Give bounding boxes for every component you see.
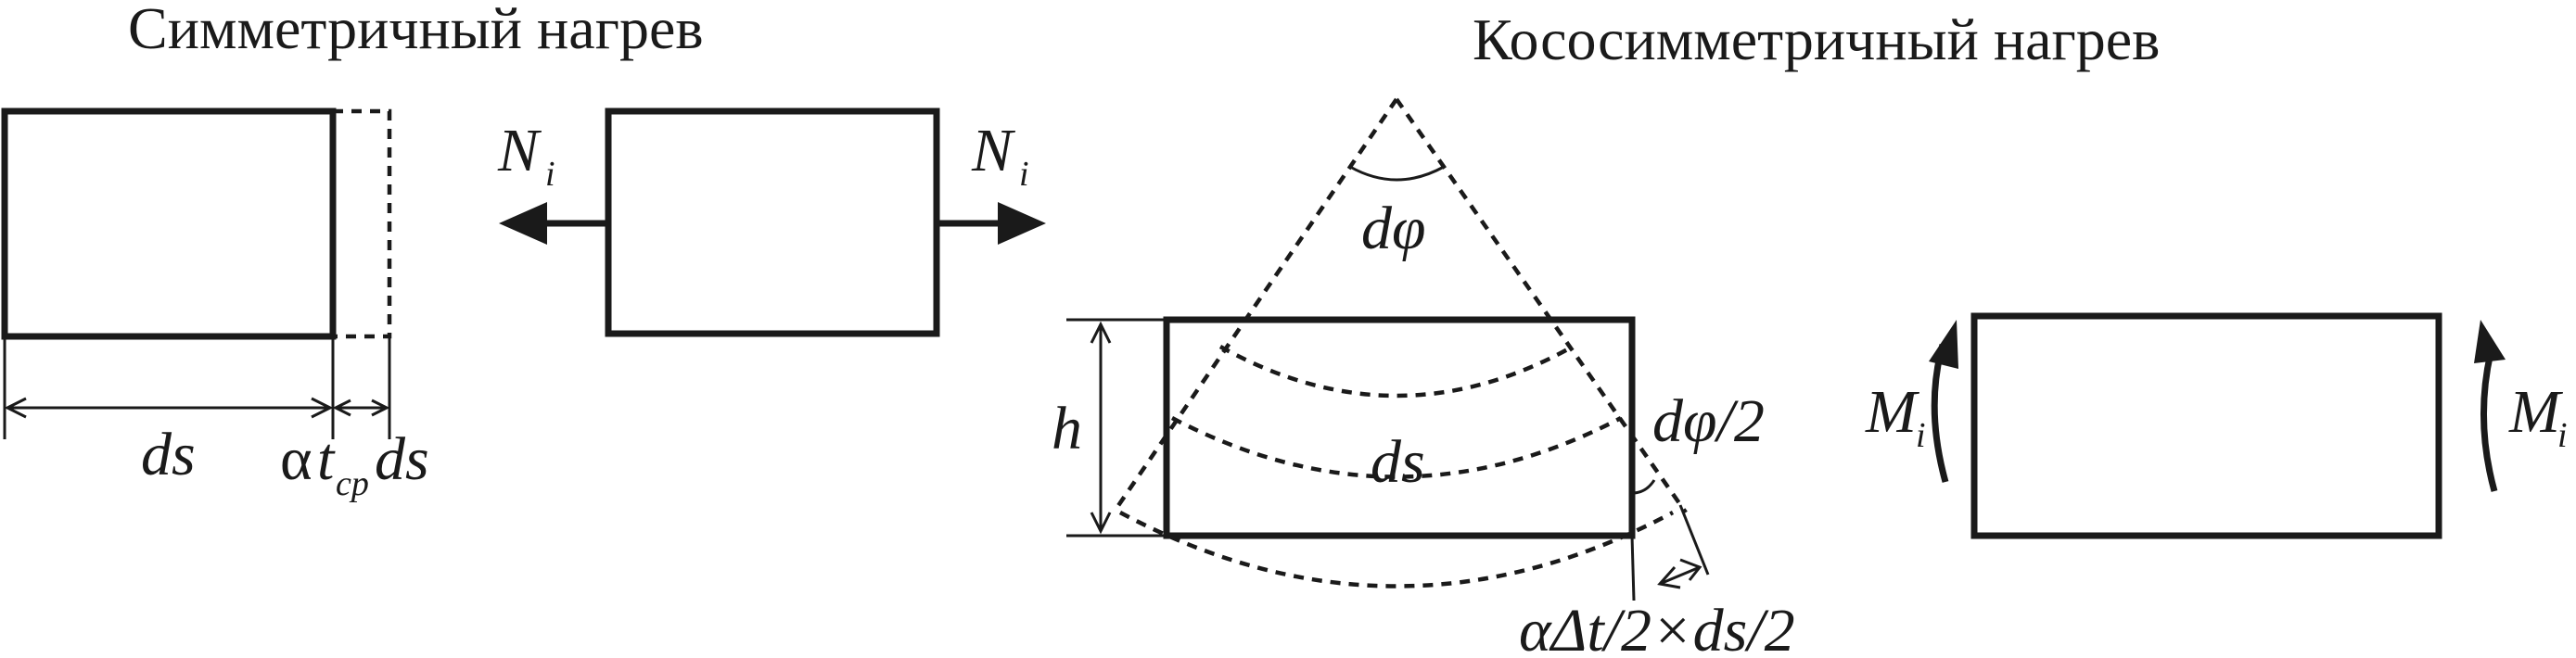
arc-bottom bbox=[1118, 511, 1675, 588]
moment-element-rectangle bbox=[1970, 312, 2442, 539]
skew-symmetric-element: dφ dφ/2 h ds αΔt/2×ds/2 bbox=[1052, 97, 1795, 658]
left-moment-subscript-i: i bbox=[1916, 416, 1926, 455]
title-skew-symmetric-heating: Кососимметричный нагрев bbox=[1473, 6, 2160, 72]
right-moment-arc bbox=[2480, 344, 2498, 492]
elongation-arrowhead-right bbox=[371, 399, 390, 417]
left-moment-label-M: M bbox=[1865, 378, 1920, 446]
half-angle-arc bbox=[1631, 479, 1656, 495]
alpha-symbol: α bbox=[280, 425, 312, 493]
symmetric-element: ds α t ср ds bbox=[1, 108, 429, 503]
left-force-label-N: N bbox=[497, 117, 542, 184]
right-moment-arrowhead bbox=[2474, 320, 2506, 363]
arc-top bbox=[1218, 345, 1575, 399]
elongation-outline bbox=[333, 108, 392, 339]
axial-force-element: N i N i bbox=[497, 108, 1046, 337]
disp-dimension-line bbox=[1659, 565, 1701, 586]
dphi-angle-arc bbox=[1349, 165, 1445, 182]
disp-extension-outer bbox=[1678, 504, 1710, 576]
force-element-rectangle bbox=[605, 108, 940, 337]
sector-ray-left bbox=[1116, 97, 1398, 509]
element-rectangle bbox=[1, 108, 337, 340]
right-force-label-N: N bbox=[971, 117, 1016, 184]
right-moment-subscript-i: i bbox=[2557, 416, 2568, 455]
disp-arrowhead-right bbox=[1679, 558, 1702, 581]
cp-subscript: ср bbox=[336, 464, 369, 503]
h-label: h bbox=[1052, 395, 1082, 462]
sector-ray-right bbox=[1395, 97, 1688, 514]
skew-element-rectangle bbox=[1163, 316, 1636, 539]
ds-center-label: ds bbox=[1371, 428, 1425, 496]
ds-arrowhead-left bbox=[4, 397, 27, 419]
disp-extension-inner bbox=[1630, 535, 1636, 601]
title-symmetric-heating: Симметричный нагрев bbox=[128, 0, 704, 61]
displacement-formula-label: αΔt/2×ds/2 bbox=[1519, 597, 1795, 658]
moment-element: M i M i bbox=[1865, 312, 2568, 539]
h-arrowhead-top bbox=[1090, 321, 1112, 344]
h-arrowhead-bottom bbox=[1090, 512, 1112, 535]
t-symbol: t bbox=[317, 425, 336, 493]
left-moment-arc bbox=[1931, 344, 1949, 483]
left-force-subscript-i: i bbox=[545, 155, 555, 194]
elongation-arrowhead-left bbox=[332, 399, 351, 417]
half-angle-label: dφ/2 bbox=[1652, 387, 1765, 455]
left-force-arrowhead bbox=[499, 202, 547, 245]
ds-elongation-label: ds bbox=[375, 425, 429, 493]
right-force-subscript-i: i bbox=[1019, 155, 1029, 194]
ds-arrowhead-right bbox=[311, 397, 334, 419]
right-force-arrowhead bbox=[998, 202, 1046, 245]
dphi-label: dφ bbox=[1361, 195, 1426, 262]
left-moment-arrowhead bbox=[1929, 320, 1958, 369]
right-moment-label-M: M bbox=[2508, 378, 2564, 446]
ds-label: ds bbox=[141, 421, 196, 488]
disp-arrowhead-left bbox=[1657, 566, 1681, 589]
